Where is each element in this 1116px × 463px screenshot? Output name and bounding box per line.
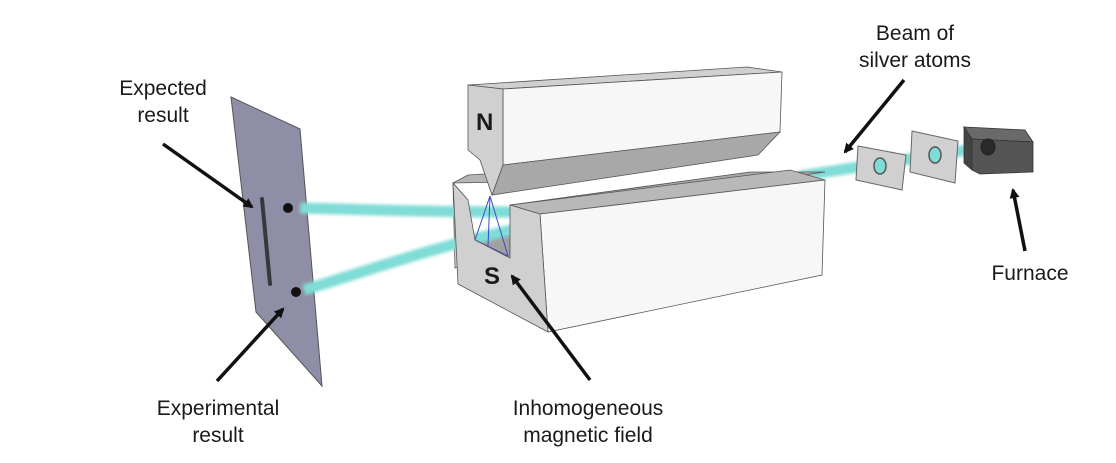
- north-pole-label: N: [476, 109, 493, 136]
- south-pole-label: S: [484, 263, 500, 290]
- magnetic-field-label: Inhomogeneous magnetic field: [488, 395, 688, 449]
- south-magnet: S: [452, 169, 826, 333]
- expected-result-line: [260, 197, 272, 286]
- expected-result-line-2: result: [137, 104, 189, 127]
- expected-result-label: Expected result: [108, 75, 218, 129]
- lower-deflection-spot: [291, 287, 301, 297]
- detector-screen: [230, 96, 323, 388]
- magnetic-field-arrow: [510, 274, 592, 382]
- magnetic-field-line-1: Inhomogeneous: [512, 397, 664, 420]
- beam-label: Beam of silver atoms: [840, 20, 990, 74]
- furnace-opening: [980, 138, 996, 156]
- beam-line-2: silver atoms: [858, 49, 972, 72]
- furnace-arrow: [1009, 188, 1027, 252]
- collimator-slit-1: [855, 145, 907, 191]
- beam-line-1: Beam of: [875, 22, 955, 45]
- upper-deflection-spot: [283, 203, 293, 213]
- expected-result-arrow: [161, 142, 254, 209]
- lower-beam: [302, 222, 522, 296]
- experimental-result-line-1: Experimental: [156, 397, 280, 420]
- north-magnet: N: [467, 66, 783, 197]
- experimental-result-line-2: result: [192, 424, 244, 447]
- experimental-result-arrow: [215, 307, 285, 383]
- magnetic-field-line-2: magnetic field: [523, 424, 653, 447]
- collimator-slit-2: [909, 130, 959, 184]
- annotation-arrows: [161, 78, 1027, 383]
- beam-arrow: [843, 78, 906, 154]
- furnace-label: Furnace: [975, 260, 1085, 287]
- expected-result-line-1: Expected: [119, 77, 207, 100]
- furnace: [963, 125, 1034, 175]
- upper-beam: [299, 202, 521, 218]
- furnace-line-1: Furnace: [991, 262, 1069, 285]
- experimental-result-label: Experimental result: [138, 395, 298, 449]
